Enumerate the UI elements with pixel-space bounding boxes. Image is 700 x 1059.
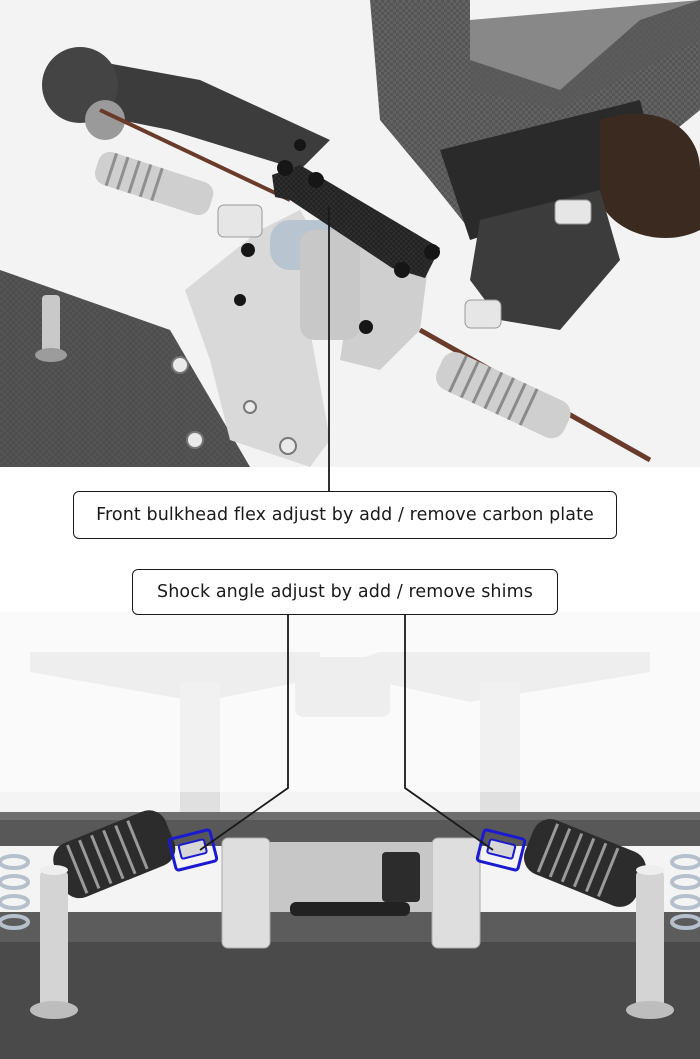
shock-angle-photo [0,612,700,1059]
front-bulkhead-callout: Front bulkhead flex adjust by add / remo… [73,491,617,539]
shock-angle-callout: Shock angle adjust by add / remove shims [132,569,558,615]
front-bulkhead-photo [0,0,700,467]
